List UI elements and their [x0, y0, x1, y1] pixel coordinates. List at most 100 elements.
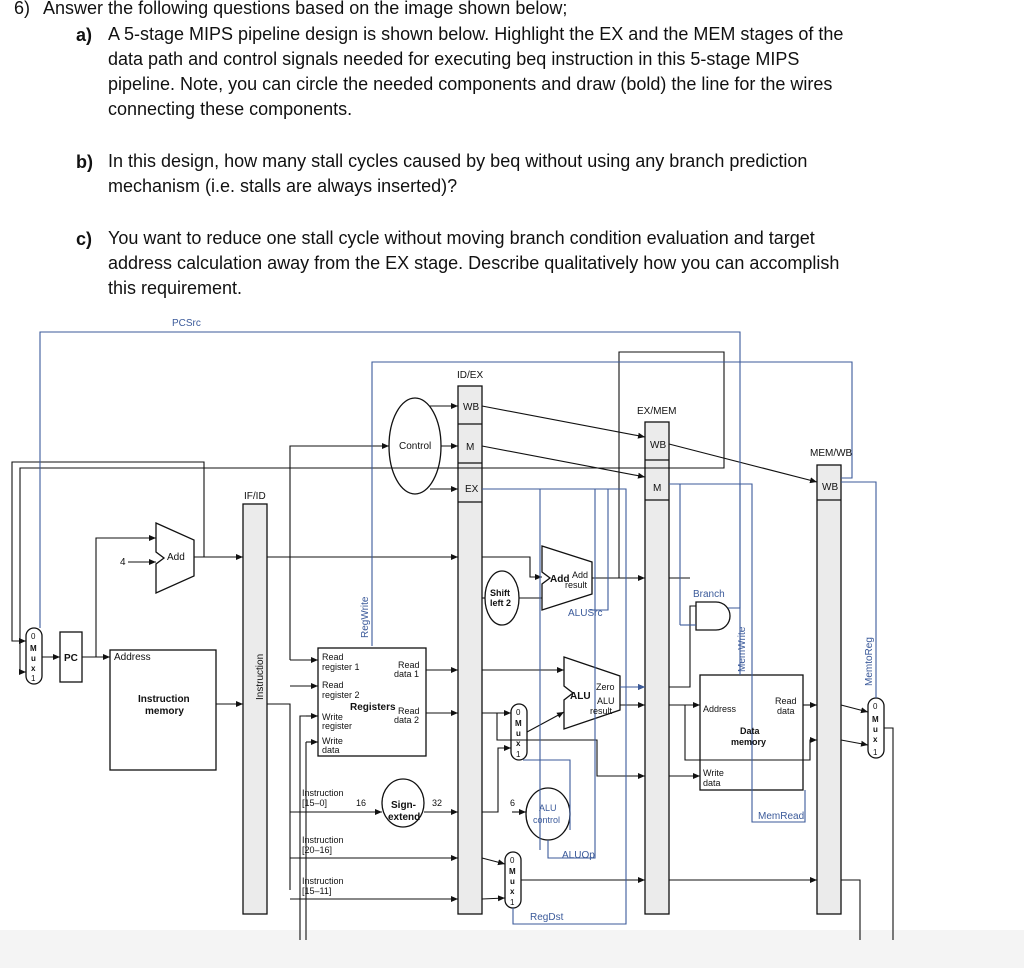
instruction-memory: [109, 649, 217, 771]
label-add-result-2: result: [565, 580, 588, 590]
label-instr-20-16-2: [20–16]: [302, 845, 332, 855]
question-intro-text: Answer the following questions based on …: [43, 0, 568, 18]
label-shift-2: left 2: [490, 598, 511, 608]
part-b-text: In this design, how many stall cycles ca…: [108, 149, 807, 199]
part-a-text: A 5-stage MIPS pipeline design is shown …: [108, 22, 843, 122]
label-instr-mem-1: Instruction: [138, 694, 190, 705]
part-b-line: mechanism (i.e. stalls are always insert…: [108, 176, 458, 196]
mips-pipeline-diagram: PCSrc ID/EX EX/MEM MEM/WB IF/ID WB M EX …: [11, 318, 894, 940]
ifid-register: [242, 503, 268, 915]
branch-and-gate: [695, 601, 731, 631]
label-memwrite: MemWrite: [737, 626, 748, 672]
label-instr-mem-2: memory: [145, 706, 184, 717]
label-memread: MemRead: [758, 811, 804, 822]
label-zero: Zero: [596, 682, 615, 692]
label-idex-m: M: [466, 442, 474, 453]
label-write-data-1: Write: [322, 736, 343, 746]
regdst-mux-1: 1: [510, 898, 515, 907]
part-a-line: pipeline. Note, you can circle the neede…: [108, 74, 833, 94]
label-instr-15-0-1: Instruction: [302, 788, 344, 798]
part-b-line: In this design, how many stall cycles ca…: [108, 151, 808, 171]
pc-mux-m: M: [30, 644, 37, 653]
label-dm-write-1: Write: [703, 768, 724, 778]
label-memwb-wb: WB: [822, 482, 838, 493]
label-dm-write-2: data: [703, 778, 721, 788]
label-ifid: IF/ID: [244, 491, 266, 502]
memtoreg-mux-0: 0: [873, 702, 878, 711]
label-sixteen: 16: [356, 798, 366, 808]
alusrc-mux-u: u: [516, 729, 521, 738]
memtoreg-mux-1: 1: [873, 748, 878, 757]
label-idex: ID/EX: [457, 370, 483, 381]
label-instr-15-0-2: [15–0]: [302, 798, 327, 808]
label-pc: PC: [64, 653, 78, 664]
footer-strip: [0, 930, 1024, 968]
alusrc-mux-m: M: [515, 719, 522, 728]
label-read-reg2-2: register 2: [322, 690, 360, 700]
sign-extend: [381, 778, 425, 828]
label-alusrc: ALUSrc: [568, 608, 602, 619]
exmem-register: [644, 421, 670, 915]
pc-mux-1: 1: [31, 674, 36, 683]
label-write-reg-2: register: [322, 721, 352, 731]
part-c-text: You want to reduce one stall cycle witho…: [108, 226, 839, 301]
question-intro: 6) Answer the following questions based …: [14, 0, 567, 21]
label-exmem-m: M: [653, 483, 661, 494]
label-regdst: RegDst: [530, 912, 564, 923]
memtoreg-mux-m: M: [872, 715, 879, 724]
part-c-line: address calculation away from the EX sta…: [108, 253, 840, 273]
label-read-data2-2: data 2: [394, 715, 419, 725]
alusrc-mux-x: x: [516, 739, 521, 748]
label-address: Address: [114, 652, 151, 663]
part-a-line: A 5-stage MIPS pipeline design is shown …: [108, 24, 844, 44]
label-memtoreg: MemtoReg: [864, 637, 875, 686]
register-file: [317, 647, 427, 757]
label-instr-15-11-1: Instruction: [302, 876, 344, 886]
part-c-line: this requirement.: [108, 278, 243, 298]
label-regwrite: RegWrite: [360, 596, 371, 638]
label-four: 4: [120, 557, 126, 568]
memwb-register: [816, 464, 842, 915]
label-instruction-vertical: Instruction: [255, 654, 266, 700]
label-write-data-2: data: [322, 745, 340, 755]
part-c-label: c): [76, 229, 93, 249]
memtoreg-mux-x: x: [873, 735, 878, 744]
label-dm-1: Data: [740, 726, 761, 736]
label-read-reg1-1: Read: [322, 652, 344, 662]
label-thirtytwo: 32: [432, 798, 442, 808]
pc-adder: [155, 521, 195, 595]
pc-mux: [25, 627, 43, 685]
part-a-line: connecting these components.: [108, 99, 353, 119]
label-dm-address: Address: [703, 704, 737, 714]
label-add-result-1: Add: [572, 570, 588, 580]
label-registers: Registers: [350, 702, 396, 713]
part-c-line: You want to reduce one stall cycle witho…: [108, 228, 815, 248]
part-b-label: b): [76, 152, 93, 172]
label-idex-wb: WB: [463, 402, 479, 413]
regdst-mux-0: 0: [510, 856, 515, 865]
label-alu-control-2: control: [533, 815, 560, 825]
label-dm-2: memory: [731, 737, 766, 747]
label-shift-1: Shift: [490, 588, 510, 598]
label-sign-1: Sign-: [391, 800, 416, 811]
part-a-line: data path and control signals needed for…: [108, 49, 800, 69]
memtoreg-mux-u: u: [873, 725, 878, 734]
part-a-label: a): [76, 25, 93, 45]
label-alu-result-2: result: [590, 706, 613, 716]
label-read-reg1-2: register 1: [322, 662, 360, 672]
branch-adder: [541, 545, 593, 611]
label-branch-add: Add: [550, 574, 569, 585]
idex-register: [457, 385, 483, 915]
label-read-data2-1: Read: [398, 706, 420, 716]
pc-mux-u: u: [31, 654, 36, 663]
label-six: 6: [510, 798, 515, 808]
main-alu: [563, 656, 621, 730]
label-read-reg2-1: Read: [322, 680, 344, 690]
label-memwb: MEM/WB: [810, 448, 853, 459]
label-exmem-wb: WB: [650, 440, 666, 451]
label-dm-read-2: data: [777, 706, 795, 716]
label-instr-15-11-2: [15–11]: [302, 886, 331, 896]
label-pc-add: Add: [167, 552, 185, 563]
label-alu-result-1: ALU: [597, 696, 615, 706]
label-pcsrc: PCSrc: [172, 318, 201, 329]
